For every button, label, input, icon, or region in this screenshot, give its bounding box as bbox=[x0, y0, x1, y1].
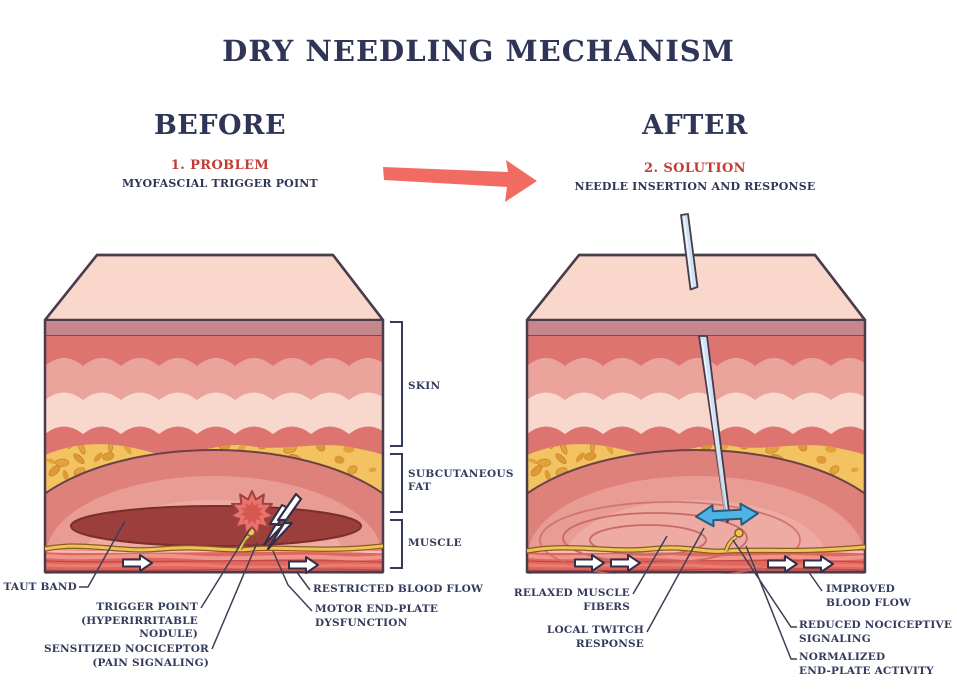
trigger-point-leader bbox=[200, 528, 251, 609]
local-twitch-label-line1: LOCAL TWITCH bbox=[546, 624, 644, 636]
relaxed-muscle-label-line1: RELAXED MUSCLE bbox=[513, 587, 630, 599]
fat-layer-label-line1: SUBCUTANEOUS bbox=[408, 468, 514, 480]
trigger-point-label-line1: TRIGGER POINT bbox=[96, 601, 198, 613]
motor-end-plate-label-line2: DYSFUNCTION bbox=[315, 616, 408, 629]
relaxed-muscle-label-line2: FIBERS bbox=[583, 600, 630, 613]
normalized-end-plate-label-line1: NORMALIZED bbox=[799, 651, 886, 663]
nociceptor-label-line2: (PAIN SIGNALING) bbox=[92, 656, 209, 669]
reduced-nociceptive-label: REDUCED NOCICEPTIVE SIGNALING bbox=[799, 619, 954, 646]
before-overlay bbox=[44, 490, 384, 574]
skin-layer-label: SKIN bbox=[408, 380, 441, 392]
improved-blood-flow-label: IMPROVED BLOOD FLOW bbox=[826, 583, 946, 610]
trigger-point-label: TRIGGER POINT (HYPERIRRITABLE NODULE) bbox=[28, 601, 198, 642]
motor-end-plate-label: MOTOR END-PLATE DYSFUNCTION bbox=[315, 603, 465, 630]
motor-end-plate-leader bbox=[272, 550, 313, 612]
restricted-blood-flow-label: RESTRICTED BLOOD FLOW bbox=[313, 583, 483, 595]
relaxed-fiber-rings bbox=[539, 501, 801, 574]
normalized-end-plate-label-line2: END-PLATE ACTIVITY bbox=[799, 664, 934, 677]
trigger-point-core bbox=[240, 501, 264, 525]
improved-blood-flow-label-line1: IMPROVED bbox=[826, 583, 895, 595]
local-twitch-label-line2: RESPONSE bbox=[575, 637, 644, 650]
relaxed-muscle-label: RELAXED MUSCLE FIBERS bbox=[500, 587, 630, 614]
nociceptor-leader bbox=[211, 542, 258, 650]
normalized-end-plate bbox=[734, 528, 744, 538]
problem-step-sublabel: MYOFASCIAL TRIGGER POINT bbox=[122, 177, 318, 190]
pain-flash-icon bbox=[266, 492, 303, 551]
leader-lines bbox=[79, 520, 823, 660]
muscle-layer-label: MUSCLE bbox=[408, 537, 462, 549]
before-after-arrow-icon bbox=[383, 160, 537, 202]
trigger-point-label-line2: (HYPERIRRITABLE NODULE) bbox=[81, 614, 198, 641]
skin-bracket bbox=[390, 321, 403, 447]
fat-layer-label-line2: FAT bbox=[408, 481, 432, 493]
fat-layer-label: SUBCUTANEOUS FAT bbox=[408, 468, 514, 494]
muscle-bracket bbox=[390, 519, 403, 569]
improved-flow-leader bbox=[807, 570, 823, 592]
local-twitch-label: LOCAL TWITCH RESPONSE bbox=[514, 624, 644, 651]
taut-band-leader bbox=[79, 520, 126, 588]
problem-step-label: 1. PROBLEM bbox=[170, 158, 270, 173]
relaxed-muscle-leader bbox=[632, 535, 668, 595]
solution-step-sublabel: NEEDLE INSERTION AND RESPONSE bbox=[574, 180, 816, 193]
restricted-flow-leader bbox=[295, 570, 311, 591]
reduced-nociceptive-leader bbox=[732, 539, 797, 628]
solution-step-label: 2. SOLUTION bbox=[644, 161, 746, 176]
taut-band-label: TAUT BAND bbox=[3, 581, 77, 593]
normalized-end-plate-leader bbox=[745, 545, 797, 660]
page-title: DRY NEEDLING MECHANISM bbox=[222, 34, 735, 68]
reduced-nociceptive-label-line1: REDUCED NOCICEPTIVE bbox=[799, 619, 953, 631]
local-twitch-arrow-icon bbox=[695, 502, 759, 528]
layer-brackets bbox=[390, 321, 403, 569]
fat-bracket bbox=[390, 453, 403, 513]
twitch-leader bbox=[646, 527, 705, 633]
improved-blood-flow-label-line2: BLOOD FLOW bbox=[826, 596, 912, 609]
nociceptor-label-line1: SENSITIZED NOCICEPTOR bbox=[44, 643, 209, 655]
after-heading: AFTER bbox=[642, 110, 748, 141]
nerve bbox=[44, 544, 384, 552]
reduced-nociceptive-label-line2: SIGNALING bbox=[799, 632, 871, 645]
nociceptor-label: SENSITIZED NOCICEPTOR (PAIN SIGNALING) bbox=[40, 643, 209, 670]
motor-end-plate-label-line1: MOTOR END-PLATE bbox=[315, 603, 439, 615]
before-heading: BEFORE bbox=[153, 110, 287, 141]
dry-needle bbox=[680, 213, 731, 524]
normalized-end-plate-label: NORMALIZED END-PLATE ACTIVITY bbox=[799, 651, 954, 678]
